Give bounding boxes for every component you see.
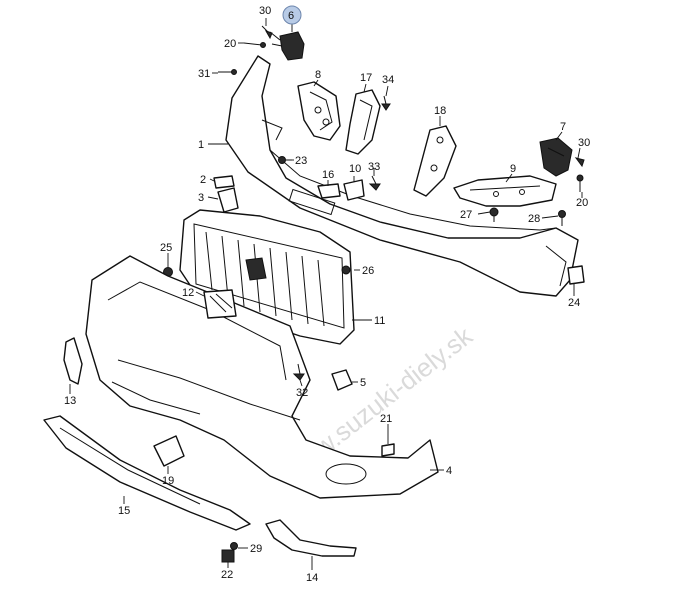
callout-32[interactable]: 32 [296, 387, 308, 399]
screw-30-top[interactable] [261, 25, 273, 40]
callout-28[interactable]: 28 [528, 213, 540, 225]
screw-30-right[interactable] [574, 157, 585, 168]
highlight-marker [282, 5, 302, 25]
callout-17[interactable]: 17 [360, 72, 372, 84]
callout-22[interactable]: 22 [221, 569, 233, 581]
bolt-31[interactable] [218, 69, 237, 75]
part-8-bracket[interactable] [297, 81, 341, 141]
callouts: 30 6 20 31 8 17 34 18 7 30 1 23 33 2 16 … [64, 5, 590, 584]
clip-10[interactable] [343, 179, 365, 201]
clip-2[interactable] [213, 175, 235, 189]
callout-30-top[interactable]: 30 [259, 5, 271, 17]
part-17-bracket[interactable] [345, 89, 381, 155]
callout-27[interactable]: 27 [460, 209, 472, 221]
part-15-lower-lip[interactable] [43, 415, 251, 531]
part-6-bracket[interactable] [269, 31, 305, 61]
clip-26[interactable] [341, 265, 351, 275]
callout-4[interactable]: 4 [446, 465, 452, 477]
callout-24[interactable]: 24 [568, 297, 580, 309]
callout-25[interactable]: 25 [160, 242, 172, 254]
screw-34[interactable] [381, 95, 391, 111]
part-18-bracket[interactable] [413, 125, 457, 197]
callout-31[interactable]: 31 [198, 68, 210, 80]
callout-23[interactable]: 23 [295, 155, 307, 167]
callout-20-right[interactable]: 20 [576, 197, 588, 209]
callout-6[interactable]: 6 [288, 10, 294, 22]
screw-29[interactable] [230, 542, 238, 550]
callout-8[interactable]: 8 [315, 69, 321, 81]
callout-33[interactable]: 33 [368, 161, 380, 173]
screw-27[interactable] [489, 207, 499, 222]
callout-13[interactable]: 13 [64, 395, 76, 407]
callout-11[interactable]: 11 [374, 315, 385, 327]
callout-26[interactable]: 26 [362, 265, 374, 277]
callout-18[interactable]: 18 [434, 105, 446, 117]
clip-21[interactable] [381, 443, 395, 457]
callout-20-top[interactable]: 20 [224, 38, 236, 50]
screw-32[interactable] [292, 363, 305, 381]
callout-19[interactable]: 19 [162, 475, 174, 487]
clip-23[interactable] [278, 156, 293, 164]
part-5-cap[interactable] [331, 369, 353, 391]
part-14-trim[interactable] [265, 519, 357, 557]
part-upper-beam[interactable] [225, 55, 579, 297]
clip-22[interactable] [221, 549, 235, 563]
callout-5[interactable]: 5 [360, 377, 366, 389]
callout-34[interactable]: 34 [382, 74, 394, 86]
callout-21[interactable]: 21 [380, 413, 392, 425]
callout-1[interactable]: 1 [198, 139, 204, 151]
clip-24[interactable] [567, 265, 585, 285]
callout-12[interactable]: 12 [182, 287, 194, 299]
part-9-bracket[interactable] [453, 175, 557, 207]
callout-29[interactable]: 29 [250, 543, 262, 555]
part-13-side[interactable] [63, 337, 83, 385]
part-12-insert[interactable] [203, 289, 237, 319]
part-7-bracket[interactable] [539, 137, 573, 177]
callout-14[interactable]: 14 [306, 572, 318, 584]
bolt-20-top[interactable] [243, 42, 266, 48]
callout-15[interactable]: 15 [118, 505, 130, 517]
callout-30-right[interactable]: 30 [578, 137, 590, 149]
callout-16[interactable]: 16 [322, 169, 334, 181]
screw-33[interactable] [368, 175, 381, 191]
clip-16[interactable] [317, 183, 341, 199]
callout-2[interactable]: 2 [200, 174, 206, 186]
callout-10[interactable]: 10 [349, 163, 361, 175]
bolt-20-right[interactable] [576, 174, 584, 192]
callout-7[interactable]: 7 [560, 121, 566, 133]
part-4-bumper-cover[interactable] [85, 255, 439, 499]
callout-9[interactable]: 9 [510, 163, 516, 175]
screw-28[interactable] [558, 210, 566, 227]
part-19-plate[interactable] [153, 435, 185, 467]
callout-3[interactable]: 3 [198, 192, 204, 204]
